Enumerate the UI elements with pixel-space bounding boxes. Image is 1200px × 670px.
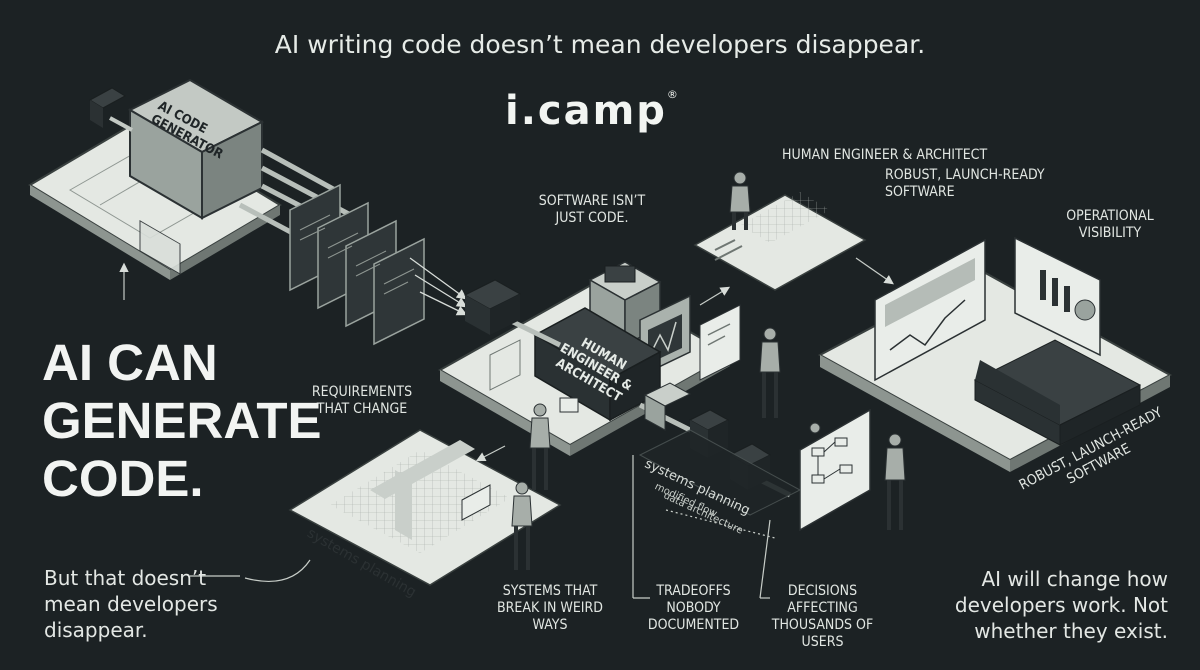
engineer-figure-board (511, 481, 533, 570)
dashboard-panels (874, 236, 1101, 382)
entry-module (463, 279, 522, 335)
blueprint-board-top (693, 192, 867, 291)
annotation-lines (119, 257, 894, 599)
label-tradeoffs: TRADEOFFS NOBODY DOCUMENTED (647, 583, 740, 633)
registered-mark: ® (666, 88, 680, 101)
ai-generator-platform (28, 118, 282, 280)
big-statement: AI CAN GENERATE CODE. (42, 334, 322, 507)
engineer-figure-whiteboard (699, 304, 781, 418)
engineer-figure-tablet (529, 397, 579, 490)
human-engineer-box (533, 307, 662, 422)
logo-text: i.camp (505, 88, 667, 134)
sub-statement: But that doesn’t mean developers disappe… (44, 566, 218, 642)
headline: AI writing code doesn’t mean developers … (274, 30, 926, 59)
label-systems-break: SYSTEMS THAT BREAK IN WEIRD WAYS (497, 583, 603, 633)
label-requirements-that-change: REQUIREMENTS THAT CHANGE (311, 384, 413, 417)
ai-code-generator-machine (89, 78, 265, 275)
label-decisions: DECISIONS AFFECTING THOUSANDS OF USERS (771, 583, 874, 650)
generated-code-panels (289, 183, 425, 346)
label-software-isnt-just-code: SOFTWARE ISN’T JUST CODE. (538, 193, 646, 226)
engineer-figure-top (729, 171, 751, 230)
closing-statement: AI will change how developers work. Not … (954, 567, 1168, 643)
label-robust-launch-ready-top: ROBUST, LAUNCH-READY SOFTWARE (885, 167, 1045, 200)
label-operational-visibility: OPERATIONAL VISIBILITY (1066, 208, 1154, 241)
label-human-engineer-architect-top: HUMAN ENGINEER & ARCHITECT (782, 147, 988, 163)
systems-planning-board (799, 408, 906, 532)
requirements-board (288, 429, 562, 586)
flow-arrows-left (409, 257, 468, 316)
planning-strip (638, 429, 802, 516)
icamp-logo: i.camp® (505, 88, 680, 134)
server-rack (973, 339, 1142, 446)
